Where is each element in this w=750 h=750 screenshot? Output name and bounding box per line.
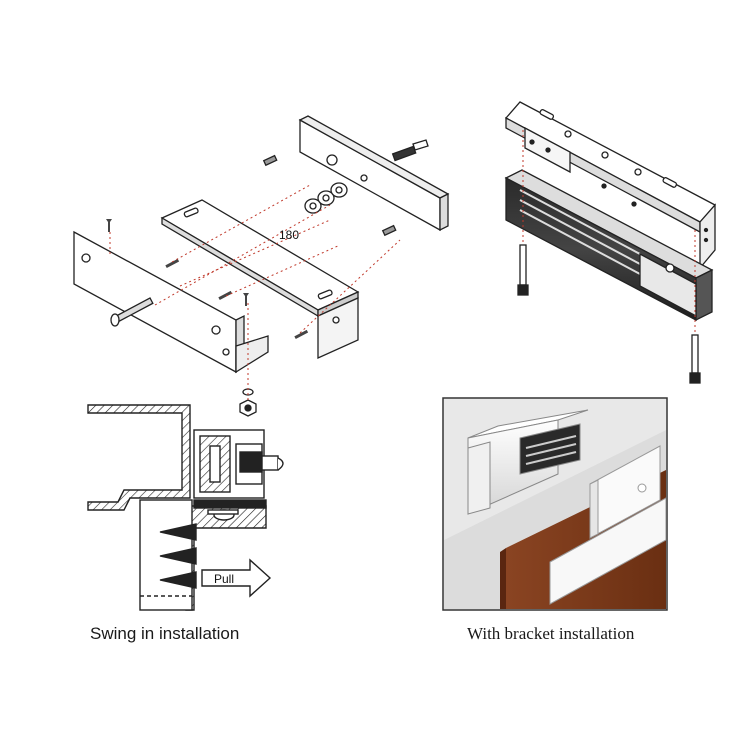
l-bracket [73, 230, 269, 374]
assembled-maglock-view [504, 101, 717, 384]
u-bracket-top-plate [160, 199, 360, 318]
maglock-on-frame [467, 409, 589, 515]
door-frame-section [87, 404, 191, 511]
pull-arrow-icon: Pull [201, 558, 272, 598]
alignment-guides [522, 130, 696, 335]
washer-stack-icon [304, 182, 348, 214]
bracket-installation-illustration [442, 397, 668, 611]
mounting-bracket [504, 101, 717, 270]
armature-plate [298, 115, 450, 232]
dimension-label: 180 [279, 228, 299, 242]
pin-icon [381, 224, 397, 237]
u-bracket-vertical [317, 296, 359, 360]
magnet-bolt-icon [689, 334, 701, 384]
bracket-installation-caption: With bracket installation [467, 624, 635, 643]
l-bracket-on-door [549, 445, 667, 605]
armature-plate-section [193, 499, 267, 521]
armature-bolt-icon [391, 139, 429, 162]
wood-screw-icon [159, 523, 197, 589]
swing-in-caption: Swing in installation [90, 624, 240, 643]
door-section [185, 505, 267, 611]
electromagnet-body [504, 169, 714, 322]
pin-icon [262, 154, 278, 167]
screw-icon [106, 219, 309, 340]
magnet-bolt-icon [517, 244, 529, 296]
alignment-guides [109, 184, 401, 400]
exploded-bracket-view: 180 [73, 115, 450, 417]
maglock-housing [193, 429, 284, 499]
mounting-bolt-icon [110, 297, 154, 327]
pull-label: Pull [214, 572, 234, 586]
swing-in-cross-section: Pull [87, 404, 284, 611]
